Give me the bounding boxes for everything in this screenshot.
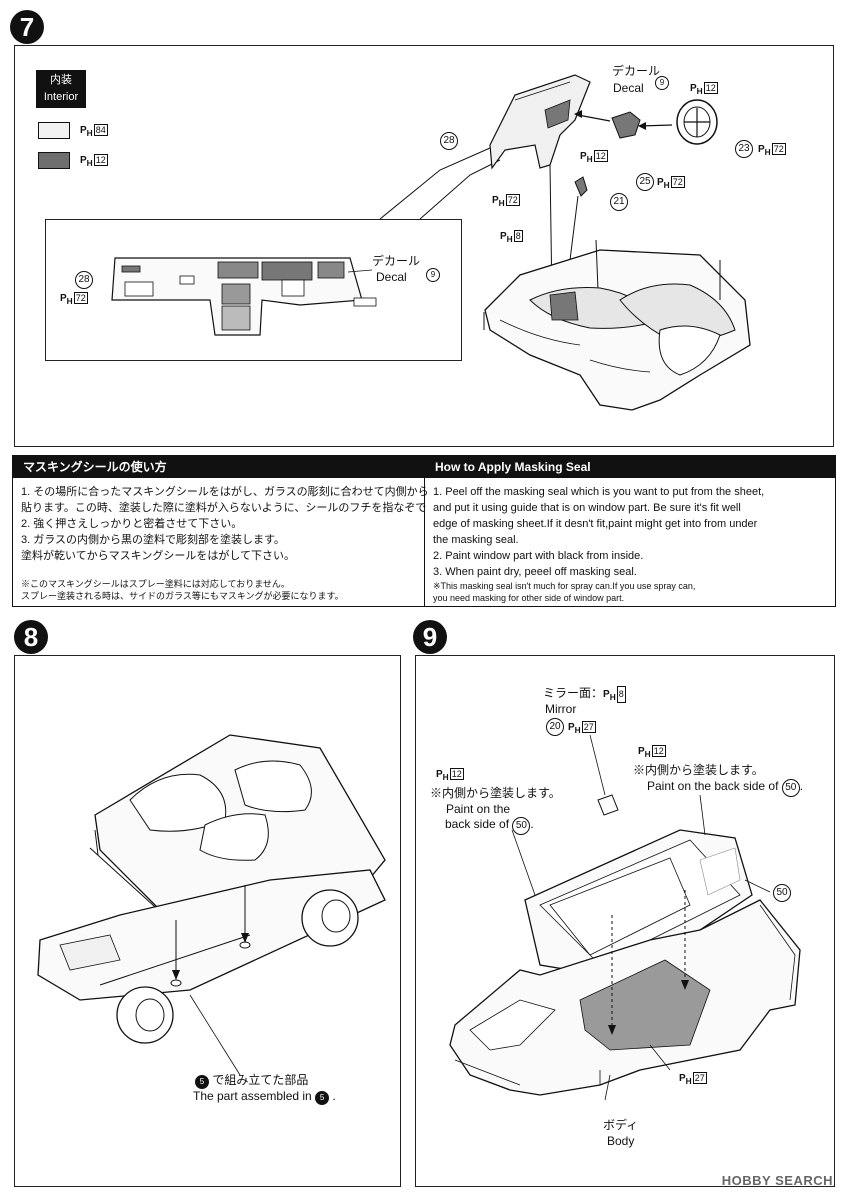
inset-part-28: 28	[75, 271, 93, 289]
left-note-en-1: Paint on the	[446, 802, 511, 816]
legend-swatch-dark	[38, 152, 70, 169]
step-8-label-en: The part assembled in 5 .	[193, 1089, 336, 1105]
part-20: 20	[546, 718, 564, 736]
mask-en-6: 3. When paint dry, peeel off masking sea…	[433, 566, 637, 578]
legend-title-ja: 内装	[50, 74, 72, 86]
mirror-label-ja-text: ミラー面：	[543, 686, 604, 700]
mask-en-note-2: you need masking for other side of windo…	[433, 593, 625, 603]
masking-seal-box: マスキングシールの使い方 How to Apply Masking Seal 1…	[12, 455, 836, 607]
mask-ja-3: 2. 強く押さえしっかりと密着させて下さい。	[21, 518, 243, 530]
masking-title-en: How to Apply Masking Seal	[425, 456, 835, 478]
part-28: 28	[440, 132, 458, 150]
right-ref-50: 50	[781, 779, 800, 797]
mask-en-4: the masking seal.	[433, 534, 519, 546]
mask-en-1: 1. Peel off the masking seal which is yo…	[433, 486, 765, 498]
body-label-ja: ボディ	[603, 1118, 639, 1132]
right-note-ja: ※内側から塗装します。	[633, 763, 764, 777]
right-note-en-text: Paint on the back side of	[647, 779, 779, 793]
left-note-ja: ※内側から塗装します。	[430, 786, 561, 800]
mask-ja-note-1: ※このマスキングシールはスプレー塗料には対応しておりません。	[21, 579, 290, 589]
decal-label-en: Decal	[613, 81, 644, 95]
masking-steps-ja: 1. その場所に合ったマスキングシールをはがし、ガラスの彫刻に合わせて内側から …	[21, 484, 429, 564]
decal-number: 9	[655, 76, 669, 90]
masking-steps-en: 1. Peel off the masking seal which is yo…	[433, 484, 764, 580]
mask-ja-1: 1. その場所に合ったマスキングシールをはがし、ガラスの彫刻に合わせて内側から	[21, 486, 429, 498]
masking-divider	[424, 456, 425, 606]
step-7-number: 7	[10, 10, 44, 44]
step-8-ref-circle-en: 5	[315, 1091, 330, 1105]
watermark: HOBBY SEARCH	[721, 1173, 833, 1188]
part-21: 21	[610, 193, 628, 211]
part-25: 25	[636, 173, 654, 191]
step-8-label-ja-text: で組み立てた部品	[212, 1073, 309, 1087]
mask-ja-5: 塗料が乾いてからマスキングシールをはがして下さい。	[21, 550, 296, 562]
inset-decal-ja: デカール	[372, 254, 421, 268]
left-ref-50: 50	[512, 817, 531, 835]
inset-decal-en: Decal	[376, 270, 407, 284]
right-note-en: Paint on the back side of 50.	[647, 779, 803, 797]
step-9-number: 9	[413, 620, 447, 654]
left-note-en-2: back side of 50.	[445, 817, 534, 835]
legend-title: 内装 Interior	[36, 70, 86, 108]
mask-ja-note-2: スプレー塗装される時は、サイドのガラス等にもマスキングが必要になります。	[21, 591, 344, 601]
mask-en-note-1: ※This masking seal isn't much for spray …	[433, 581, 696, 591]
step-8-label-ja: 5 で組み立てた部品	[195, 1073, 308, 1089]
mask-en-3: edge of masking sheet.If it desn't fit,p…	[433, 518, 758, 530]
part-50: 50	[773, 884, 791, 902]
mirror-label-en: Mirror	[545, 702, 577, 716]
legend-swatch-light	[38, 122, 70, 139]
legend-title-en: Interior	[43, 91, 79, 103]
mask-ja-4: 3. ガラスの内側から黒の塗料で彫刻部を塗装します。	[21, 534, 285, 546]
part-23: 23	[735, 140, 753, 158]
body-label-en: Body	[607, 1134, 635, 1148]
inset-decal-num: 9	[426, 268, 440, 282]
mask-ja-2: 貼ります。この時、塗装した際に塗料が入らないように、シールのフチを指なぞで	[21, 502, 427, 514]
masking-note-ja: ※このマスキングシールはスプレー塗料には対応しておりません。 スプレー塗装される…	[21, 578, 344, 602]
masking-title-ja: マスキングシールの使い方	[13, 456, 424, 478]
step-8-ref-circle-ja: 5	[195, 1075, 209, 1089]
mask-en-5: 2. Paint window part with black from ins…	[433, 550, 644, 562]
step-8-label-en-text: The part assembled in	[193, 1089, 312, 1103]
left-note-en-2-text: back side of	[445, 817, 510, 831]
mask-en-2: and put it using guide that is on window…	[433, 502, 741, 514]
step-8-number: 8	[14, 620, 48, 654]
masking-note-en: ※This masking seal isn't much for spray …	[433, 580, 695, 604]
decal-label-ja: デカール	[612, 64, 661, 78]
